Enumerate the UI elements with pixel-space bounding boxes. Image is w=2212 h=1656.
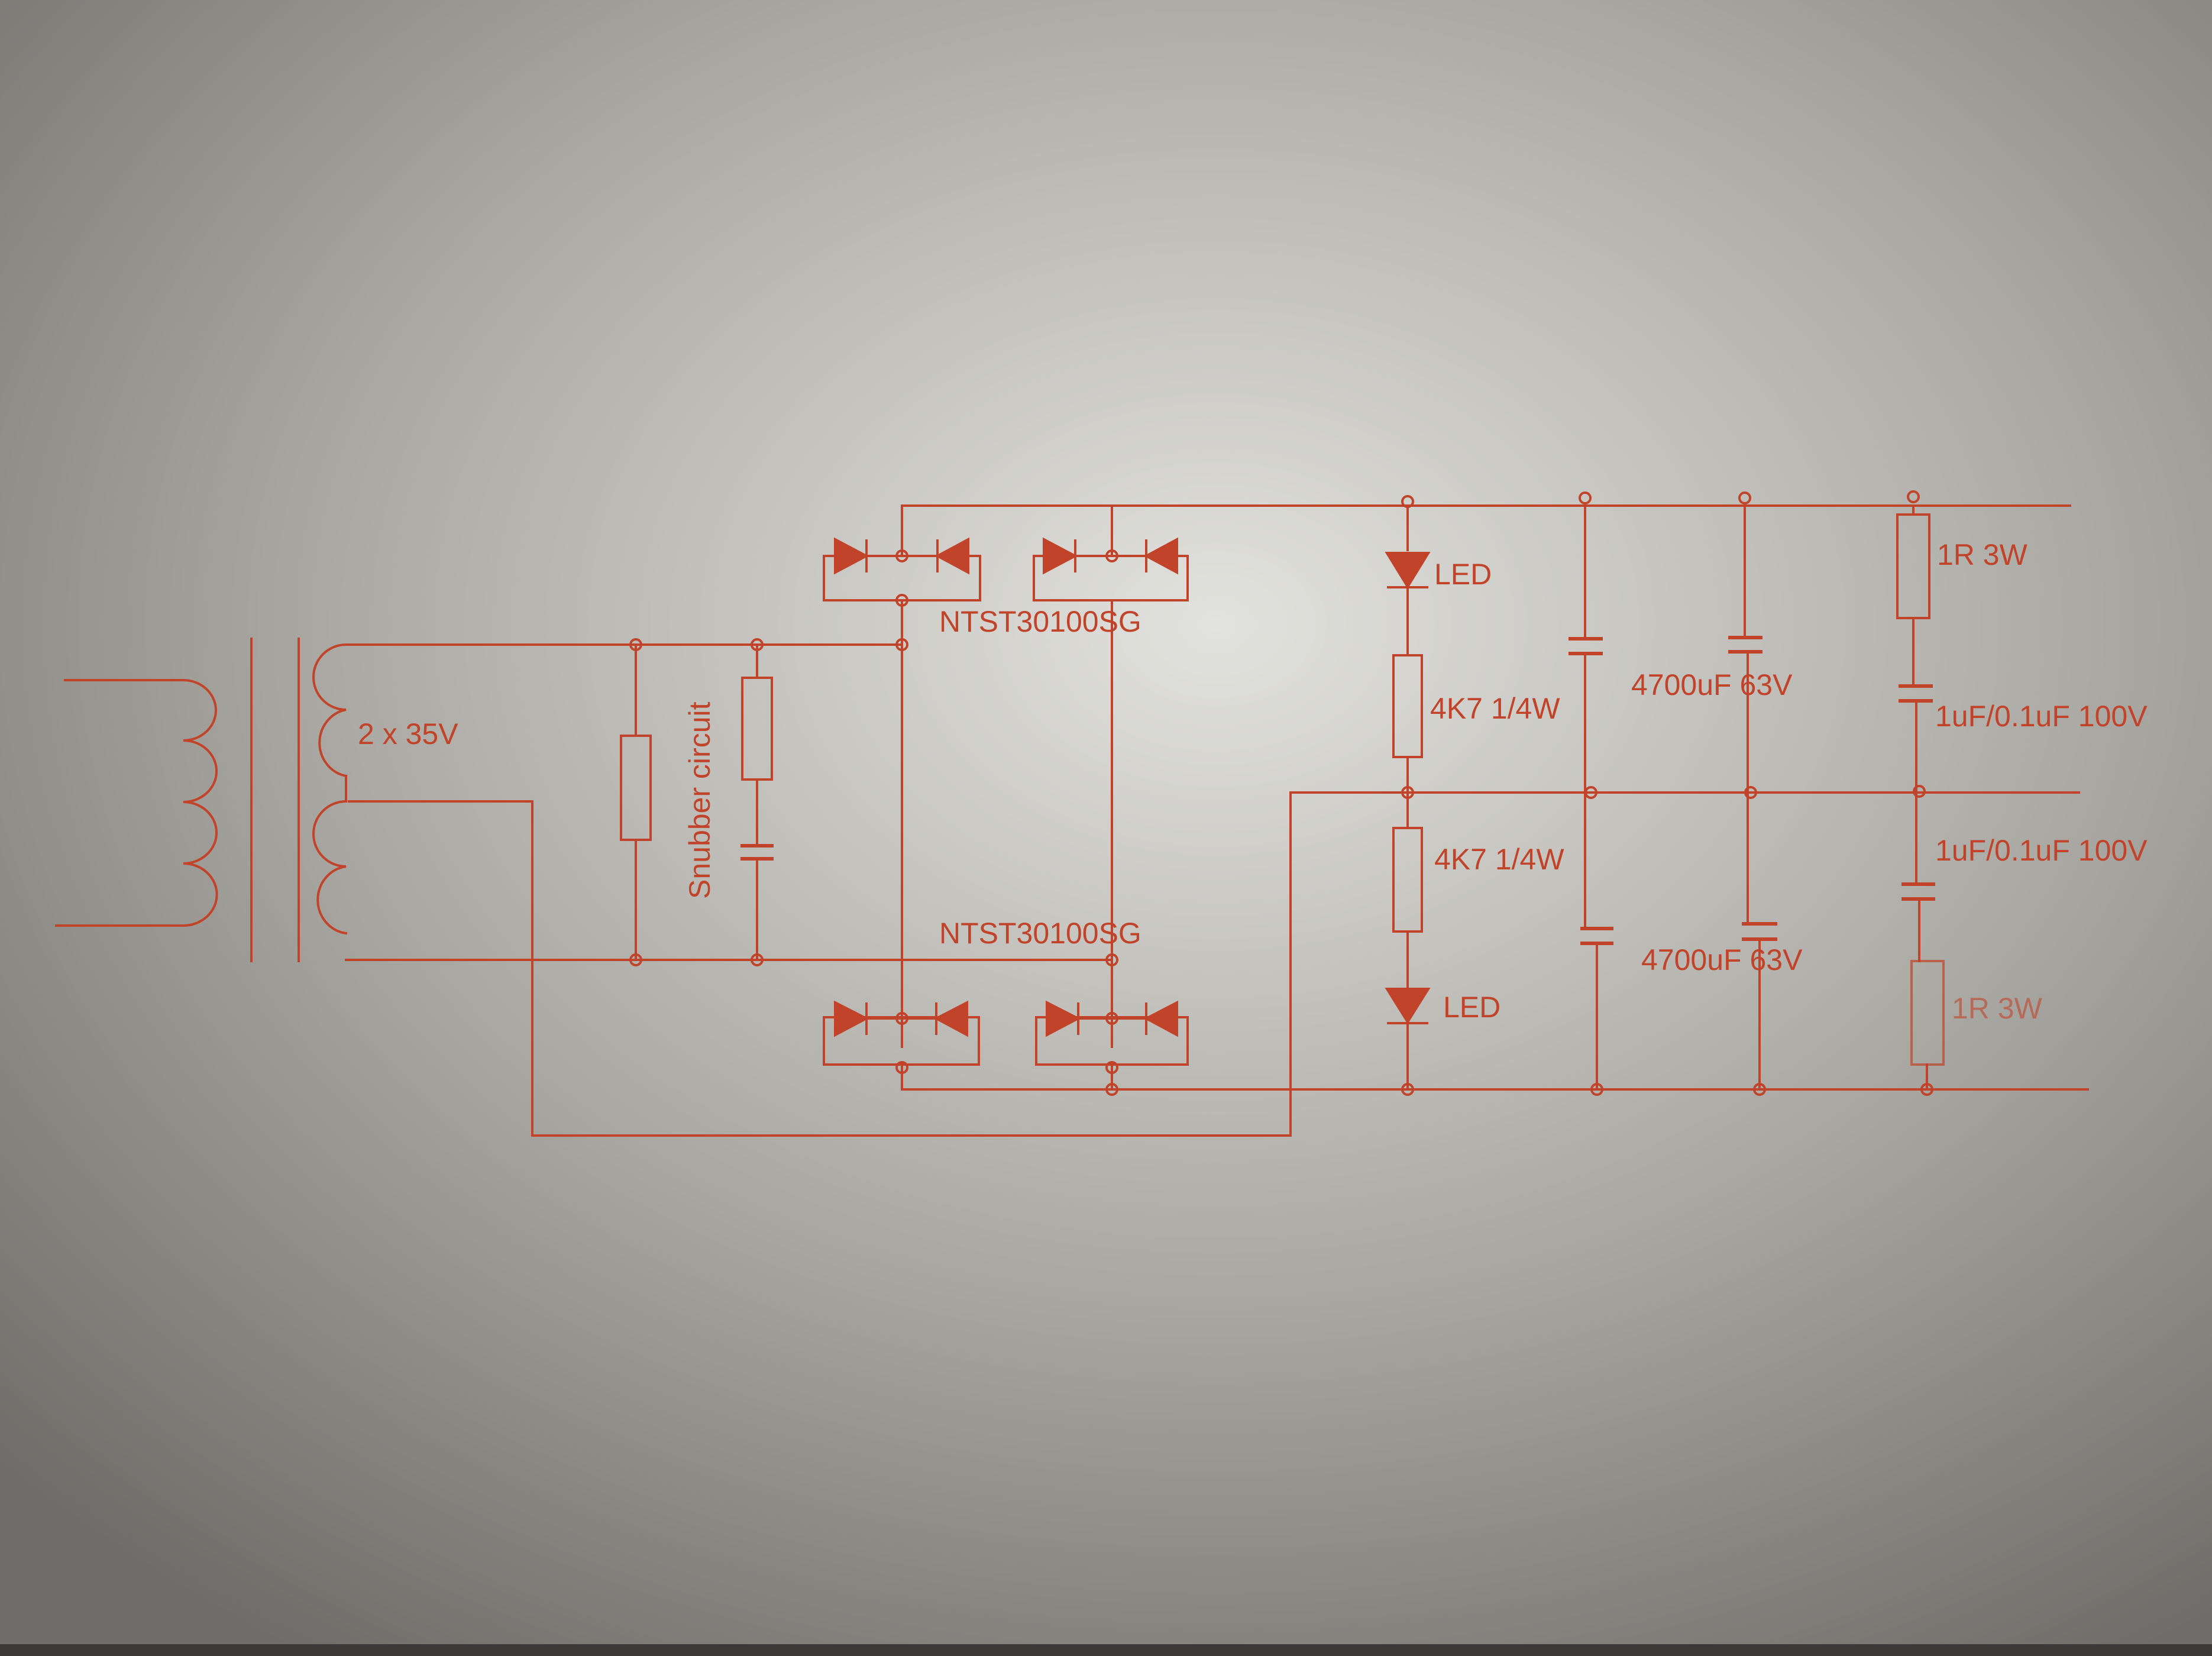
node xyxy=(629,638,642,651)
center-tap-ground-wire xyxy=(348,791,2080,1137)
diode-tr-2 xyxy=(1143,537,1178,575)
rectifier-bottom-stems xyxy=(901,1063,1113,1091)
node xyxy=(1105,953,1118,966)
node xyxy=(1584,786,1597,799)
node xyxy=(1401,786,1414,799)
secondary-winding-upper xyxy=(312,643,348,778)
resistor-top xyxy=(1392,654,1423,758)
rectifier-top: NTST30100SG xyxy=(823,504,2071,1048)
node xyxy=(895,638,908,651)
reservoir-caps-left xyxy=(1569,491,1613,1096)
node xyxy=(751,953,764,966)
node xyxy=(629,953,642,966)
node xyxy=(1744,786,1757,799)
node xyxy=(751,638,764,651)
snubber-circuit: Snubber circuit xyxy=(620,638,774,966)
power-res-top-label: 1R 3W xyxy=(1937,538,2028,571)
resistor-bottom xyxy=(1392,827,1423,933)
node xyxy=(1105,1061,1118,1074)
snubber-resistor xyxy=(620,735,652,841)
diode-bl-2 xyxy=(933,1000,968,1037)
cap-right-top xyxy=(1728,636,1763,654)
node xyxy=(1907,490,1920,503)
reservoir-caps-right: 4700uF 63V 4700uF 63V xyxy=(1631,491,1803,1096)
film-cap-bottom-label: 1uF/0.1uF 100V xyxy=(1935,834,2148,867)
cap-left-top xyxy=(1569,637,1603,655)
diode-br-2 xyxy=(1143,1000,1178,1037)
node xyxy=(1753,1083,1766,1096)
snubber-rc-resistor xyxy=(741,677,773,781)
table-edge-strip xyxy=(0,1644,2212,1656)
node xyxy=(1105,549,1118,562)
node xyxy=(895,1061,908,1074)
node xyxy=(1105,1012,1118,1025)
node xyxy=(895,1012,908,1025)
output-rc-branch: 1R 3W 1uF/0.1uF 100V 1uF/0.1uF 100V 1R 3… xyxy=(1896,490,2148,1096)
led-bottom-symbol xyxy=(1385,988,1431,1024)
led-bottom-label: LED xyxy=(1443,991,1500,1024)
rectifier-bottom: NTST30100SG xyxy=(823,917,2089,1096)
film-cap-bottom xyxy=(1901,882,1935,901)
resistor-top-label: 4K7 1/4W xyxy=(1430,692,1560,725)
node xyxy=(1913,785,1926,798)
diode-tl-1 xyxy=(834,537,869,575)
output-branch-wire xyxy=(1912,504,1928,1091)
led-top-label: LED xyxy=(1434,558,1492,591)
transformer: 2 x 35V xyxy=(55,638,1113,962)
cap-top-label: 4700uF 63V xyxy=(1631,668,1793,701)
node xyxy=(1920,1083,1933,1096)
diode-br-1 xyxy=(1046,1000,1081,1037)
snubber-label: Snubber circuit xyxy=(683,701,716,899)
diode-tl-2 xyxy=(934,537,969,575)
node xyxy=(895,549,908,562)
cap-left-bottom xyxy=(1580,927,1613,945)
power-resistor-top xyxy=(1896,513,1930,619)
film-cap-top-label: 1uF/0.1uF 100V xyxy=(1935,700,2148,733)
rectifier-bottom-label: NTST30100SG xyxy=(939,917,1141,950)
node xyxy=(1590,1083,1603,1096)
power-res-bottom-label: 1R 3W xyxy=(1952,992,2043,1025)
node xyxy=(895,594,908,607)
film-cap-top xyxy=(1899,684,1933,703)
snubber-capacitor xyxy=(740,844,774,861)
diode-tr-1 xyxy=(1043,537,1078,575)
transformer-label: 2 x 35V xyxy=(358,717,458,751)
diode-bl-1 xyxy=(834,1000,869,1037)
primary-winding xyxy=(182,678,218,927)
cap-bottom-label: 4700uF 63V xyxy=(1641,943,1803,976)
node xyxy=(1105,1083,1118,1096)
cap-right-bottom xyxy=(1742,922,1777,941)
resistor-bottom-label: 4K7 1/4W xyxy=(1434,843,1564,876)
node xyxy=(1401,1083,1414,1096)
secondary-winding-lower xyxy=(312,800,348,935)
rectifier-top-label: NTST30100SG xyxy=(939,605,1141,638)
node xyxy=(1738,491,1751,504)
power-resistor-bottom xyxy=(1910,960,1945,1066)
node xyxy=(1579,491,1592,504)
node xyxy=(1401,495,1414,508)
led-indicator-branch: LED 4K7 1/4W 4K7 1/4W LED xyxy=(1385,495,1564,1096)
led-top-symbol xyxy=(1385,552,1431,589)
